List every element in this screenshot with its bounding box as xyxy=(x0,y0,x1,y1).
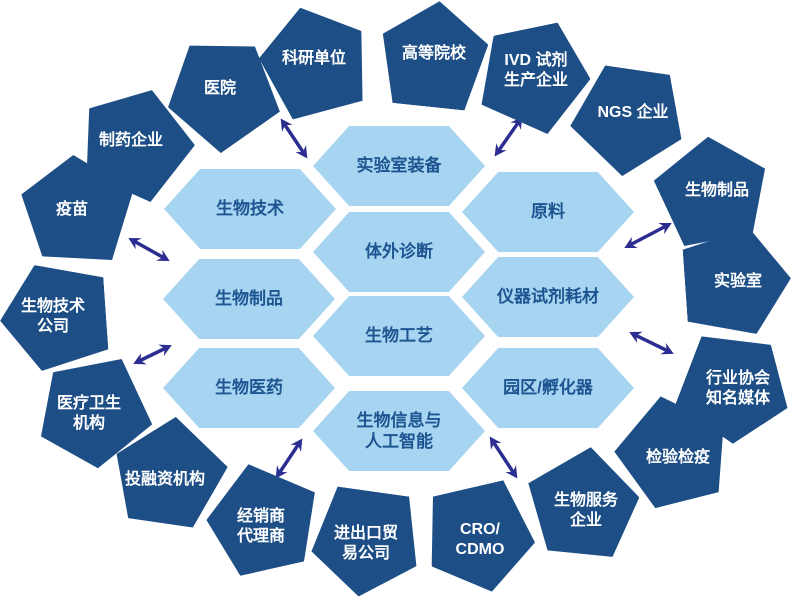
outer-node-cro-cdmo: CRO/ CDMO xyxy=(427,487,533,593)
inner-node-in-vitro-diagnostics: 体外诊断 xyxy=(313,212,485,292)
hexagon-shape xyxy=(164,169,336,249)
outer-node-label: 行业协会 知名媒体 xyxy=(705,370,770,407)
outer-node-medical-health-institution: 医疗卫生 机构 xyxy=(36,361,142,467)
outer-node-label: 检验检疫 xyxy=(645,449,710,467)
outer-node-label: 进出口贸 易公司 xyxy=(333,525,398,562)
outer-node-label: 制药企业 xyxy=(98,132,163,150)
outer-node-bioservice-company: 生物服务 企业 xyxy=(533,458,639,564)
inner-node-label: 生物医药 xyxy=(215,378,283,398)
outer-node-label: 经销商 代理商 xyxy=(236,508,285,545)
inner-node-label: 生物制品 xyxy=(215,289,283,309)
inner-node-label: 实验室装备 xyxy=(356,156,442,176)
hexagon-shape xyxy=(313,126,485,206)
outer-node-biologics: 生物制品 xyxy=(664,138,770,244)
inner-node-label: 生物信息与 人工智能 xyxy=(356,410,442,451)
hexagon-shape xyxy=(313,212,485,292)
inner-node-label: 仪器试剂耗材 xyxy=(497,287,599,307)
inner-node-instruments-reagents-consumables: 仪器试剂耗材 xyxy=(462,257,634,337)
outer-node-label: 高等院校 xyxy=(401,45,466,63)
outer-node-ivd-reagent-manufacturer: IVD 试剂 生产企业 xyxy=(483,18,589,124)
outer-node-label: 医疗卫生 机构 xyxy=(56,395,121,432)
inner-node-park-incubator: 园区/孵化器 xyxy=(462,348,634,428)
outer-node-label: 医院 xyxy=(203,80,236,98)
outer-node-ngs-company: NGS 企业 xyxy=(580,60,686,166)
outer-node-label: CRO/ CDMO xyxy=(455,521,505,558)
outer-node-label: 生物技术 公司 xyxy=(20,298,85,335)
inner-node-bioinformatics-ai: 生物信息与 人工智能 xyxy=(313,391,485,471)
outer-node-laboratory: 实验室 xyxy=(685,229,791,335)
inner-node-lab-equipment: 实验室装备 xyxy=(313,126,485,206)
outer-node-hospital: 医院 xyxy=(167,36,273,142)
inner-node-label: 原料 xyxy=(531,202,565,222)
outer-node-industry-association-media: 行业协会 知名媒体 xyxy=(685,336,791,442)
outer-node-label: 投融资机构 xyxy=(124,471,205,489)
double-arrow-icon xyxy=(629,331,674,355)
inner-node-biotechnology: 生物技术 xyxy=(164,169,336,249)
hexagon-shape xyxy=(313,391,485,471)
inner-node-label: 体外诊断 xyxy=(365,242,433,262)
inner-node-label: 生物工艺 xyxy=(365,326,433,346)
outer-node-biotech-company: 生物技术 公司 xyxy=(0,264,106,370)
outer-node-label: 科研单位 xyxy=(281,50,346,68)
outer-node-distributor-agent: 经销商 代理商 xyxy=(208,474,314,580)
inner-node-label: 园区/孵化器 xyxy=(503,378,593,398)
inner-node-biologics: 生物制品 xyxy=(163,259,335,339)
double-arrow-icon xyxy=(494,116,523,157)
double-arrow-icon xyxy=(280,118,308,159)
inner-node-label: 生物技术 xyxy=(216,199,284,219)
outer-node-investment-financing-institution: 投融资机构 xyxy=(112,427,218,533)
hexagon-shape xyxy=(462,257,634,337)
outer-node-university: 高等院校 xyxy=(381,1,487,107)
outer-node-label: 疫苗 xyxy=(55,201,88,219)
hexagon-shape xyxy=(462,172,634,252)
outer-node-vaccine: 疫苗 xyxy=(19,157,125,263)
double-arrow-icon xyxy=(489,436,518,479)
outer-node-label: 生物服务 企业 xyxy=(553,492,618,529)
outer-node-label: 实验室 xyxy=(713,273,762,291)
inner-node-bioprocess: 生物工艺 xyxy=(313,296,485,376)
double-arrow-icon xyxy=(275,438,303,479)
double-arrow-icon xyxy=(128,237,170,262)
hexagon-shape xyxy=(163,348,335,428)
outer-node-label: IVD 试剂 生产企业 xyxy=(503,52,568,89)
outer-node-pharmaceutical-company: 制药企业 xyxy=(78,88,184,194)
inner-node-raw-materials: 原料 xyxy=(462,172,634,252)
outer-node-import-export-trade-company: 进出口贸 易公司 xyxy=(313,491,419,597)
outer-node-inspection-quarantine: 检验检疫 xyxy=(625,405,731,511)
hexagon-shape xyxy=(313,296,485,376)
outer-node-research-institute: 科研单位 xyxy=(261,6,367,112)
hexagon-shape xyxy=(462,348,634,428)
hexagon-shape xyxy=(163,259,335,339)
outer-node-label: 生物制品 xyxy=(684,182,749,200)
double-arrow-icon xyxy=(624,223,672,248)
outer-node-label: NGS 企业 xyxy=(597,104,669,122)
inner-node-biomedicine: 生物医药 xyxy=(163,348,335,428)
